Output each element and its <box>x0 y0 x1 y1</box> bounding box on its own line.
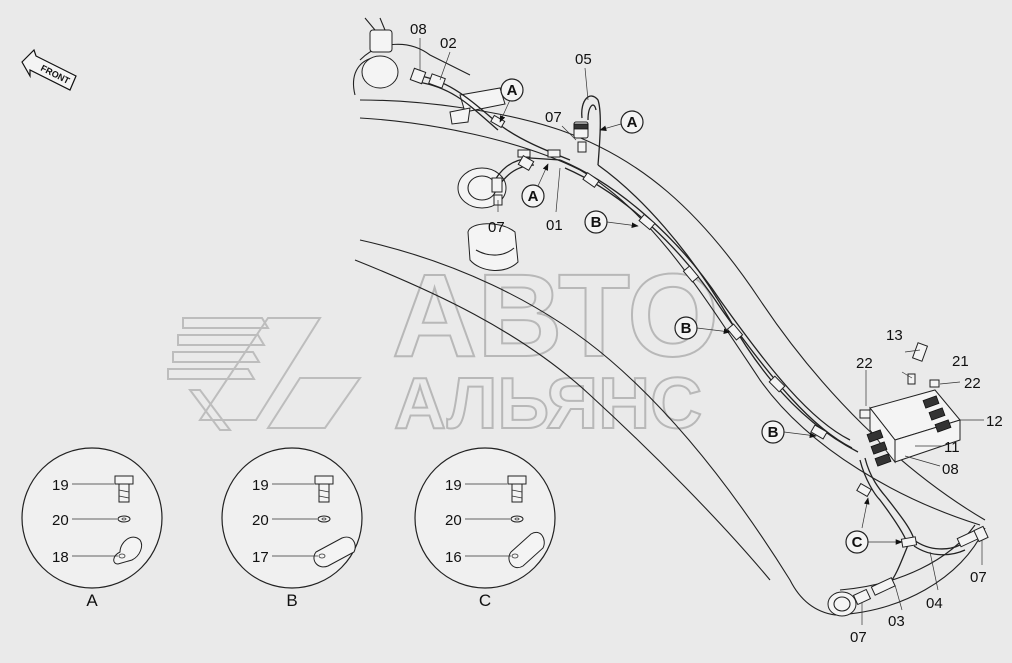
callout-a2: A <box>599 110 644 134</box>
label-04: 04 <box>926 595 943 612</box>
watermark: АВТО АЛЬЯНС <box>167 249 720 445</box>
detail-a: 19 20 18A <box>21 447 163 610</box>
detail-letter: A <box>86 591 98 610</box>
detail-clamp-label: 17 <box>252 549 269 566</box>
svg-text:A: A <box>528 188 539 205</box>
watermark-line1: АВТО <box>392 250 719 382</box>
leaders <box>419 38 984 625</box>
label-07-bottom: 07 <box>850 629 867 646</box>
bolt-icon <box>507 475 527 503</box>
washer-icon <box>510 515 524 523</box>
watermark-logo <box>167 317 362 431</box>
callout-b2: B <box>674 316 731 340</box>
detail-bolt-label: 19 <box>252 477 269 494</box>
label-07-right: 07 <box>970 569 987 586</box>
part-labels: 08 02 05 07 07 01 13 21 22 22 12 11 08 0… <box>410 21 1003 646</box>
detail-clamp-label: 16 <box>445 549 462 566</box>
svg-text:A: A <box>507 82 518 99</box>
detail-circle <box>221 447 363 589</box>
clamp-icon <box>313 536 356 568</box>
callout-b3: B <box>761 420 817 444</box>
callout-a1: A <box>499 78 524 123</box>
bolt-icon <box>314 475 334 503</box>
detail-bolt-label: 19 <box>52 477 69 494</box>
watermark-line2: АЛЬЯНС <box>394 364 702 444</box>
callout-a3: A <box>521 163 549 208</box>
label-03: 03 <box>888 613 905 630</box>
label-02: 02 <box>440 35 457 52</box>
bolt-icon <box>114 475 134 503</box>
label-07-left: 07 <box>488 219 505 236</box>
callout-c1: C <box>845 497 903 554</box>
detail-letter: C <box>479 591 491 610</box>
clamp-icon <box>508 532 545 568</box>
svg-text:C: C <box>852 534 863 551</box>
fittings <box>409 67 989 606</box>
hoses <box>414 74 976 586</box>
label-11: 11 <box>944 439 960 456</box>
pipe-clamps <box>490 114 828 440</box>
detail-circle <box>21 447 163 589</box>
detail-clamp-label: 18 <box>52 549 69 566</box>
callouts: A A A B B B C <box>499 78 903 554</box>
label-01: 01 <box>546 217 563 234</box>
detail-b: 19 20 17B <box>221 447 363 610</box>
svg-text:B: B <box>591 214 602 231</box>
detail-washer-label: 20 <box>52 512 69 529</box>
label-05: 05 <box>575 51 592 68</box>
detail-c: 19 20 16C <box>414 447 556 610</box>
detail-letter: B <box>286 591 297 610</box>
detail-circle <box>414 447 556 589</box>
washer-icon <box>317 515 331 523</box>
svg-text:A: A <box>627 114 638 131</box>
label-07-mid: 07 <box>545 109 562 126</box>
washer-icon <box>117 515 131 523</box>
detail-washer-label: 20 <box>252 512 269 529</box>
clamp-icon <box>113 536 143 565</box>
label-22-right: 22 <box>964 375 981 392</box>
callout-b1: B <box>584 210 639 234</box>
front-arrow: FRONT <box>21 48 77 91</box>
label-13: 13 <box>886 327 903 344</box>
label-21: 21 <box>952 353 969 370</box>
detail-bolt-label: 19 <box>445 477 462 494</box>
svg-text:B: B <box>768 424 779 441</box>
svg-text:B: B <box>681 320 692 337</box>
detail-washer-label: 20 <box>445 512 462 529</box>
label-12: 12 <box>986 413 1003 430</box>
label-08-top: 08 <box>410 21 427 38</box>
label-22-left: 22 <box>856 355 873 372</box>
label-08-bottom: 08 <box>942 461 959 478</box>
detail-views: 19 20 18A 19 20 17B 19 20 16C <box>21 447 556 610</box>
